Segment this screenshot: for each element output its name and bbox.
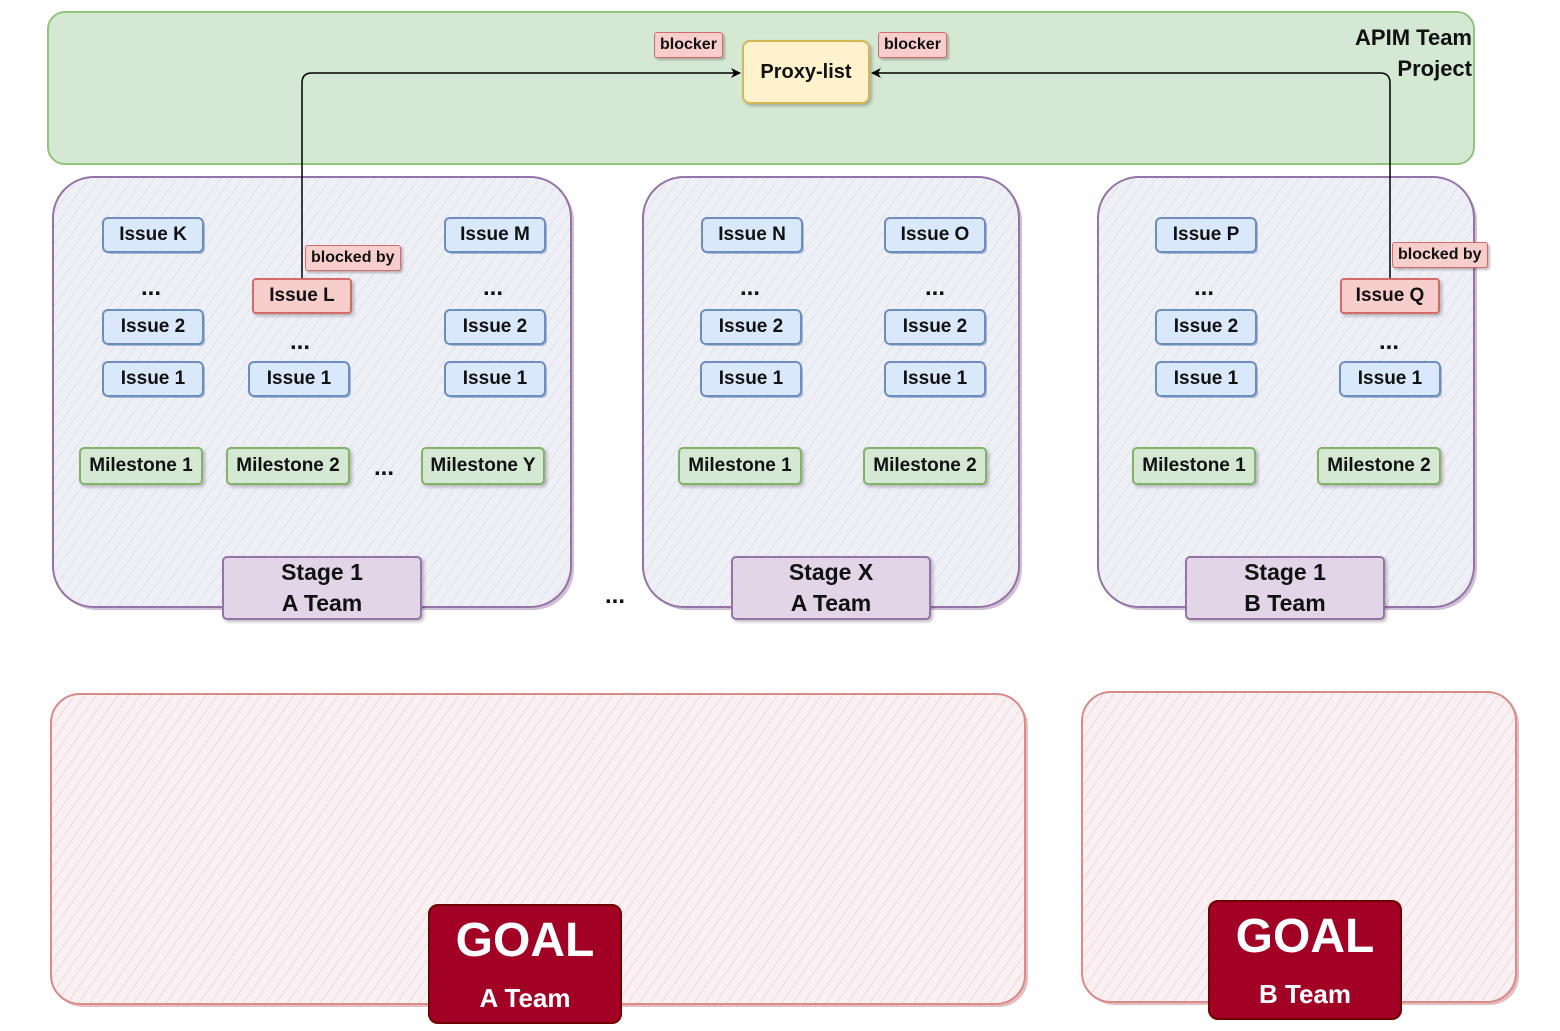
milestone-y[interactable]: Milestone Y — [421, 447, 545, 485]
ellipsis: ... — [924, 274, 945, 301]
ellipsis: ... — [739, 274, 760, 301]
milestone-1[interactable]: Milestone 1 — [79, 447, 203, 485]
blocker-tag-right: blocker — [878, 32, 947, 58]
ellipsis: ... — [1378, 328, 1399, 355]
blocked-by-tag: blocked by — [305, 245, 401, 271]
issue-1[interactable]: Issue 1 — [444, 361, 546, 397]
ellipsis: ... — [482, 274, 503, 301]
milestone-2[interactable]: Milestone 2 — [863, 447, 987, 485]
issue-1[interactable]: Issue 1 — [1339, 361, 1441, 397]
issue-o[interactable]: Issue O — [884, 217, 986, 253]
ellipsis: ... — [1193, 274, 1214, 301]
stage-name: Stage 1 — [1244, 559, 1326, 585]
ellipsis: ... — [289, 328, 310, 355]
project-title: APIM Team Project — [1355, 25, 1472, 81]
issue-l[interactable]: Issue L — [252, 278, 352, 314]
goal-title: GOAL — [1235, 910, 1375, 963]
goal-a-team-badge[interactable]: GOAL A Team — [428, 904, 622, 1024]
goal-team: A Team — [479, 983, 571, 1013]
stage-x-a-team-label[interactable]: Stage X A Team — [731, 556, 931, 620]
goal-team: B Team — [1259, 979, 1351, 1009]
issue-1[interactable]: Issue 1 — [248, 361, 350, 397]
team-name: A Team — [281, 590, 363, 616]
blocked-by-tag: blocked by — [1392, 242, 1488, 268]
issue-1[interactable]: Issue 1 — [102, 361, 204, 397]
milestone-2[interactable]: Milestone 2 — [226, 447, 350, 485]
blocker-tag-left: blocker — [654, 32, 723, 58]
goal-b-team-badge[interactable]: GOAL B Team — [1208, 900, 1402, 1020]
team-name: B Team — [1244, 590, 1326, 616]
issue-p[interactable]: Issue P — [1155, 217, 1257, 253]
issue-2[interactable]: Issue 2 — [102, 309, 204, 345]
issue-2[interactable]: Issue 2 — [1155, 309, 1257, 345]
issue-m[interactable]: Issue M — [444, 217, 546, 253]
milestone-1[interactable]: Milestone 1 — [1132, 447, 1256, 485]
goal-a-team-container — [50, 693, 1026, 1005]
issue-1[interactable]: Issue 1 — [1155, 361, 1257, 397]
ellipsis-between-stages: ... — [604, 582, 625, 609]
goal-title: GOAL — [455, 914, 595, 967]
issue-2[interactable]: Issue 2 — [444, 309, 546, 345]
ellipsis: ... — [373, 454, 394, 481]
milestone-2[interactable]: Milestone 2 — [1317, 447, 1441, 485]
milestone-1[interactable]: Milestone 1 — [678, 447, 802, 485]
stage-name: Stage 1 — [281, 559, 363, 585]
issue-n[interactable]: Issue N — [701, 217, 803, 253]
ellipsis: ... — [140, 274, 161, 301]
issue-q[interactable]: Issue Q — [1340, 278, 1440, 314]
issue-1[interactable]: Issue 1 — [700, 361, 802, 397]
team-name: A Team — [790, 590, 872, 616]
issue-1[interactable]: Issue 1 — [884, 361, 986, 397]
proxy-list-node[interactable]: Proxy-list — [742, 40, 870, 104]
issue-2[interactable]: Issue 2 — [700, 309, 802, 345]
stage-name: Stage X — [788, 559, 874, 585]
goal-b-team-container — [1081, 691, 1517, 1003]
stage-1-a-team-label[interactable]: Stage 1 A Team — [222, 556, 422, 620]
issue-k[interactable]: Issue K — [102, 217, 204, 253]
stage-1-b-team-label[interactable]: Stage 1 B Team — [1185, 556, 1385, 620]
issue-2[interactable]: Issue 2 — [884, 309, 986, 345]
